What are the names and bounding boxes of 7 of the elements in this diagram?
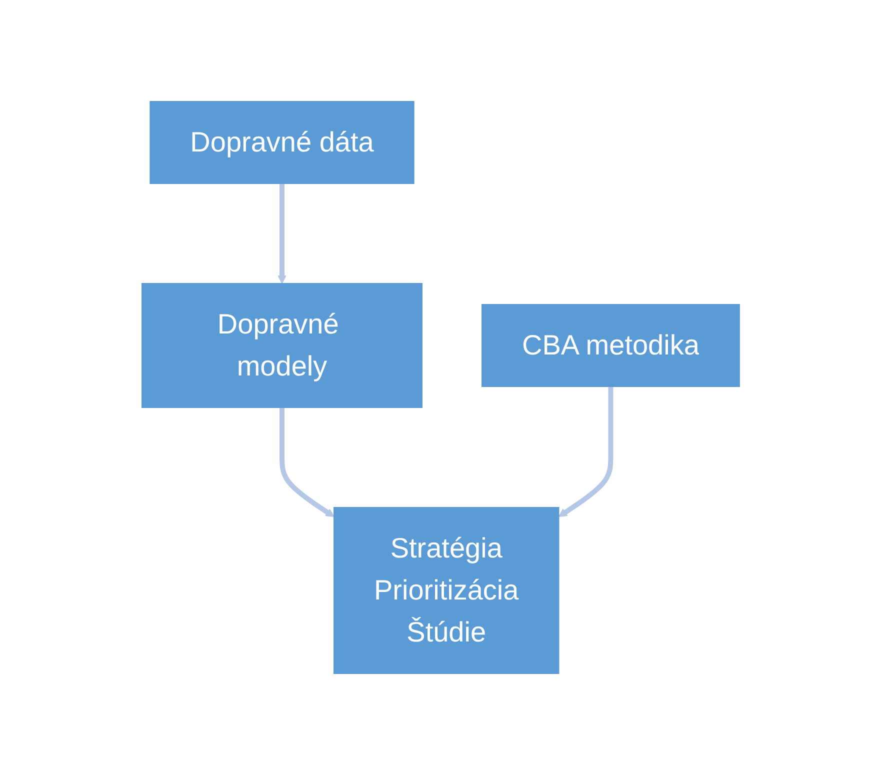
node-box: Dopravné modely [142, 283, 423, 408]
node-box: CBA metodika [482, 304, 740, 387]
node-box: Dopravné dáta [150, 101, 415, 184]
arrow [558, 386, 614, 518]
node-box: Stratégia Prioritizácia Štúdie [334, 507, 560, 674]
arrow [278, 184, 287, 284]
arrow [280, 408, 335, 518]
